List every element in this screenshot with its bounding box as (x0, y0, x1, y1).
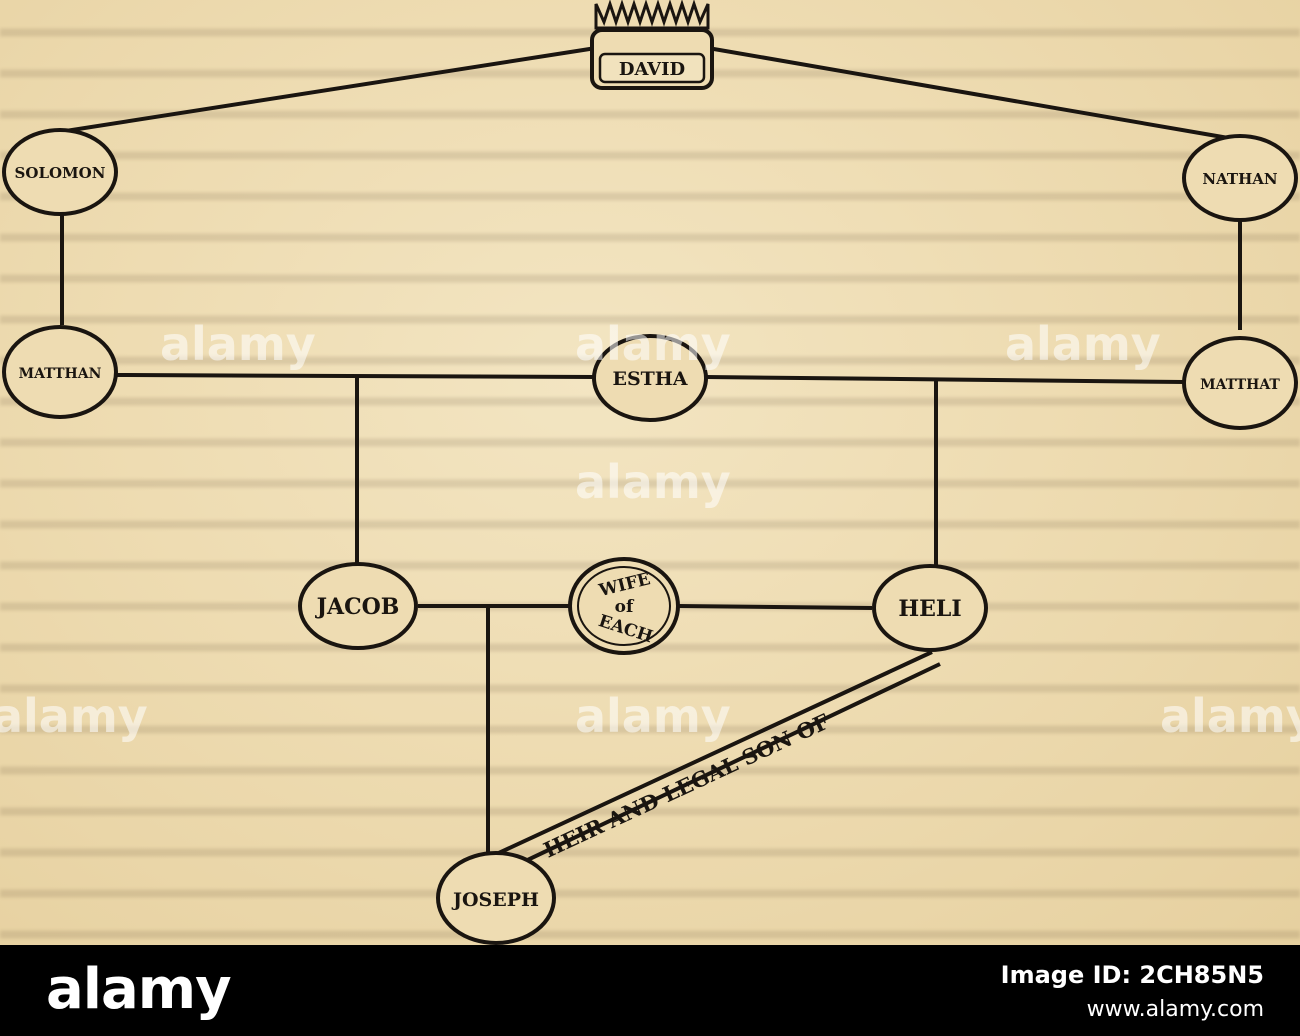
node-estha: ESTHA (592, 334, 708, 422)
node-matthan: MATTHAN (2, 325, 118, 419)
edge-heli-joseph-2 (497, 662, 941, 876)
node-nathan: NATHAN (1182, 134, 1298, 222)
watermarks: alamy alamy alamy alamy alamy alamy alam… (0, 317, 1300, 743)
node-label-solomon: SOLOMON (15, 164, 106, 182)
node-jacob: JACOB (298, 562, 418, 650)
node-label-david: DAVID (619, 59, 685, 80)
watermark: alamy (575, 455, 731, 509)
edge-heli-joseph (487, 650, 933, 860)
watermark: alamy (1005, 317, 1161, 371)
watermark: alamy (160, 317, 316, 371)
node-label-joseph: JOSEPH (451, 889, 539, 911)
edge-david-nathan (707, 46, 1241, 142)
node-label-wife-line2: of (615, 597, 635, 617)
node-label-matthan: MATTHAN (19, 366, 102, 382)
node-joseph: JOSEPH (436, 851, 556, 945)
watermark: alamy (0, 689, 148, 743)
edge-matthan-estha (113, 373, 595, 379)
alamy-logo: alamy (46, 957, 232, 1022)
node-label-heli: HELI (898, 596, 961, 622)
node-david: DAVID (590, 0, 714, 90)
image-id: Image ID: 2CH85N5 (1000, 961, 1264, 989)
node-wife-of-each: WIFE of EACH (568, 557, 680, 655)
node-label-jacob: JACOB (315, 594, 400, 620)
node-solomon: SOLOMON (2, 128, 118, 216)
edge-estha-matthat (705, 375, 1185, 384)
watermark: alamy (1160, 689, 1300, 743)
node-heli: HELI (872, 564, 988, 652)
node-matthat: MATTHAT (1182, 336, 1298, 430)
footer-bar: alamy Image ID: 2CH85N5 www.alamy.com (0, 945, 1300, 1036)
site-url[interactable]: www.alamy.com (1086, 997, 1264, 1022)
node-label-nathan: NATHAN (1202, 170, 1278, 188)
node-label-estha: ESTHA (612, 368, 687, 390)
edge-david-solomon (39, 46, 597, 137)
genealogy-diagram: DAVID SOLOMON NATHAN MATTHAN ESTHA MATTH… (0, 0, 1300, 945)
image-meta: Image ID: 2CH85N5 www.alamy.com (1001, 961, 1264, 1022)
edge-wife-heli (677, 604, 873, 610)
connector-lines (39, 46, 1242, 876)
scanned-page: DAVID SOLOMON NATHAN MATTHAN ESTHA MATTH… (0, 0, 1300, 945)
watermark: alamy (575, 317, 731, 371)
crown-icon (594, 0, 710, 30)
node-label-matthat: MATTHAT (1200, 377, 1280, 393)
watermark: alamy (575, 689, 731, 743)
